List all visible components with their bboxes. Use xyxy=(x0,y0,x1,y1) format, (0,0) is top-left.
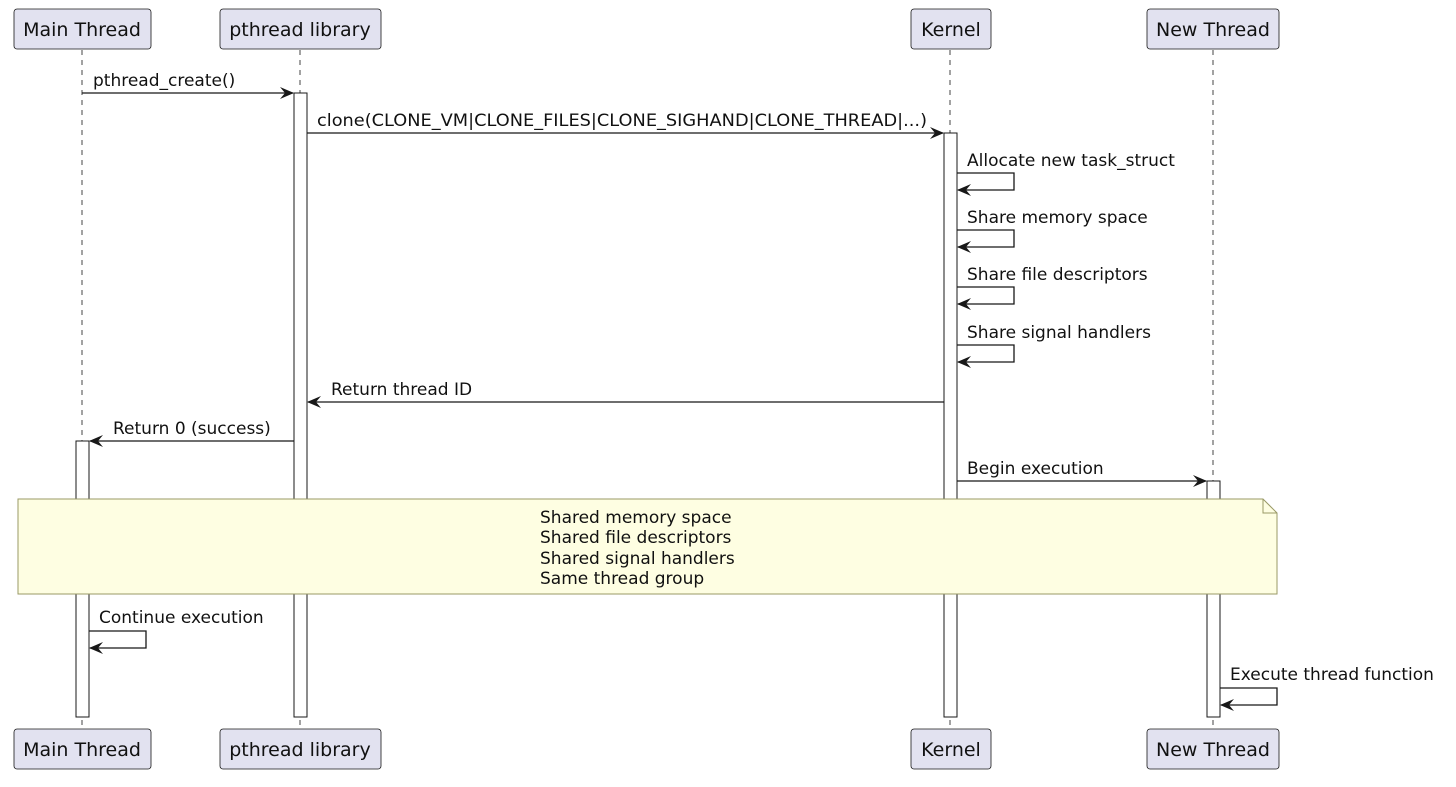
participant-label: Kernel xyxy=(921,739,981,761)
message-share-memory-space: Share memory space xyxy=(957,208,1148,253)
message-label: pthread_create() xyxy=(93,71,235,91)
message-label: Share signal handlers xyxy=(967,323,1151,343)
self-message-arrow xyxy=(1220,687,1278,711)
message-share-signal-handlers: Share signal handlers xyxy=(957,323,1151,368)
participant-label: pthread library xyxy=(229,19,371,41)
message-allocate-task-struct: Allocate new task_struct xyxy=(957,151,1175,196)
activation-bar-pthread-library xyxy=(293,92,308,718)
note-line: Shared signal handlers xyxy=(540,549,735,569)
message-label: Share file descriptors xyxy=(967,265,1148,285)
message-label: Begin execution xyxy=(967,459,1104,479)
note-fold xyxy=(1262,499,1277,514)
participant-footer-main-thread: Main Thread xyxy=(13,728,152,770)
participant-header-kernel: Kernel xyxy=(910,8,992,50)
participant-label: New Thread xyxy=(1156,19,1270,41)
participant-label: Main Thread xyxy=(23,739,141,761)
message-label: Execute thread function xyxy=(1230,665,1434,685)
message-continue-execution: Continue execution xyxy=(89,608,264,654)
message-clone-call: clone(CLONE_VM|CLONE_FILES|CLONE_SIGHAND… xyxy=(307,111,944,139)
message-return-success: Return 0 (success) xyxy=(89,419,294,447)
message-label: Return thread ID xyxy=(331,380,472,400)
participant-header-main-thread: Main Thread xyxy=(13,8,152,50)
message-label: Continue execution xyxy=(99,608,264,628)
note-line: Shared memory space xyxy=(540,508,732,528)
message-return-thread-id: Return thread ID xyxy=(307,380,944,408)
message-execute-thread-function: Execute thread function xyxy=(1220,665,1434,711)
message-label: clone(CLONE_VM|CLONE_FILES|CLONE_SIGHAND… xyxy=(317,111,927,131)
participant-label: Kernel xyxy=(921,19,981,41)
self-message-arrow xyxy=(957,344,1015,368)
note-shared-resources: Shared memory space Shared file descript… xyxy=(17,498,1278,595)
message-begin-execution: Begin execution xyxy=(957,459,1207,487)
note-box xyxy=(17,498,1278,595)
participant-footer-kernel: Kernel xyxy=(910,728,992,770)
participant-label: New Thread xyxy=(1156,739,1270,761)
message-share-file-descriptors: Share file descriptors xyxy=(957,265,1148,310)
participant-header-pthread-library: pthread library xyxy=(219,8,382,50)
participant-label: Main Thread xyxy=(23,19,141,41)
note-line: Shared file descriptors xyxy=(540,528,732,548)
message-label: Return 0 (success) xyxy=(113,419,271,439)
participant-footer-new-thread: New Thread xyxy=(1146,728,1280,770)
self-message-arrow xyxy=(957,172,1015,196)
participant-footer-pthread-library: pthread library xyxy=(219,728,382,770)
participant-label: pthread library xyxy=(229,739,371,761)
message-pthread-create: pthread_create() xyxy=(82,71,294,99)
message-label: Share memory space xyxy=(967,208,1148,228)
activation-bar-kernel xyxy=(943,132,958,718)
self-message-arrow xyxy=(957,229,1015,253)
self-message-arrow xyxy=(89,630,147,654)
note-line: Same thread group xyxy=(540,569,704,589)
self-message-arrow xyxy=(957,286,1015,310)
message-label: Allocate new task_struct xyxy=(967,151,1175,171)
participant-header-new-thread: New Thread xyxy=(1146,8,1280,50)
